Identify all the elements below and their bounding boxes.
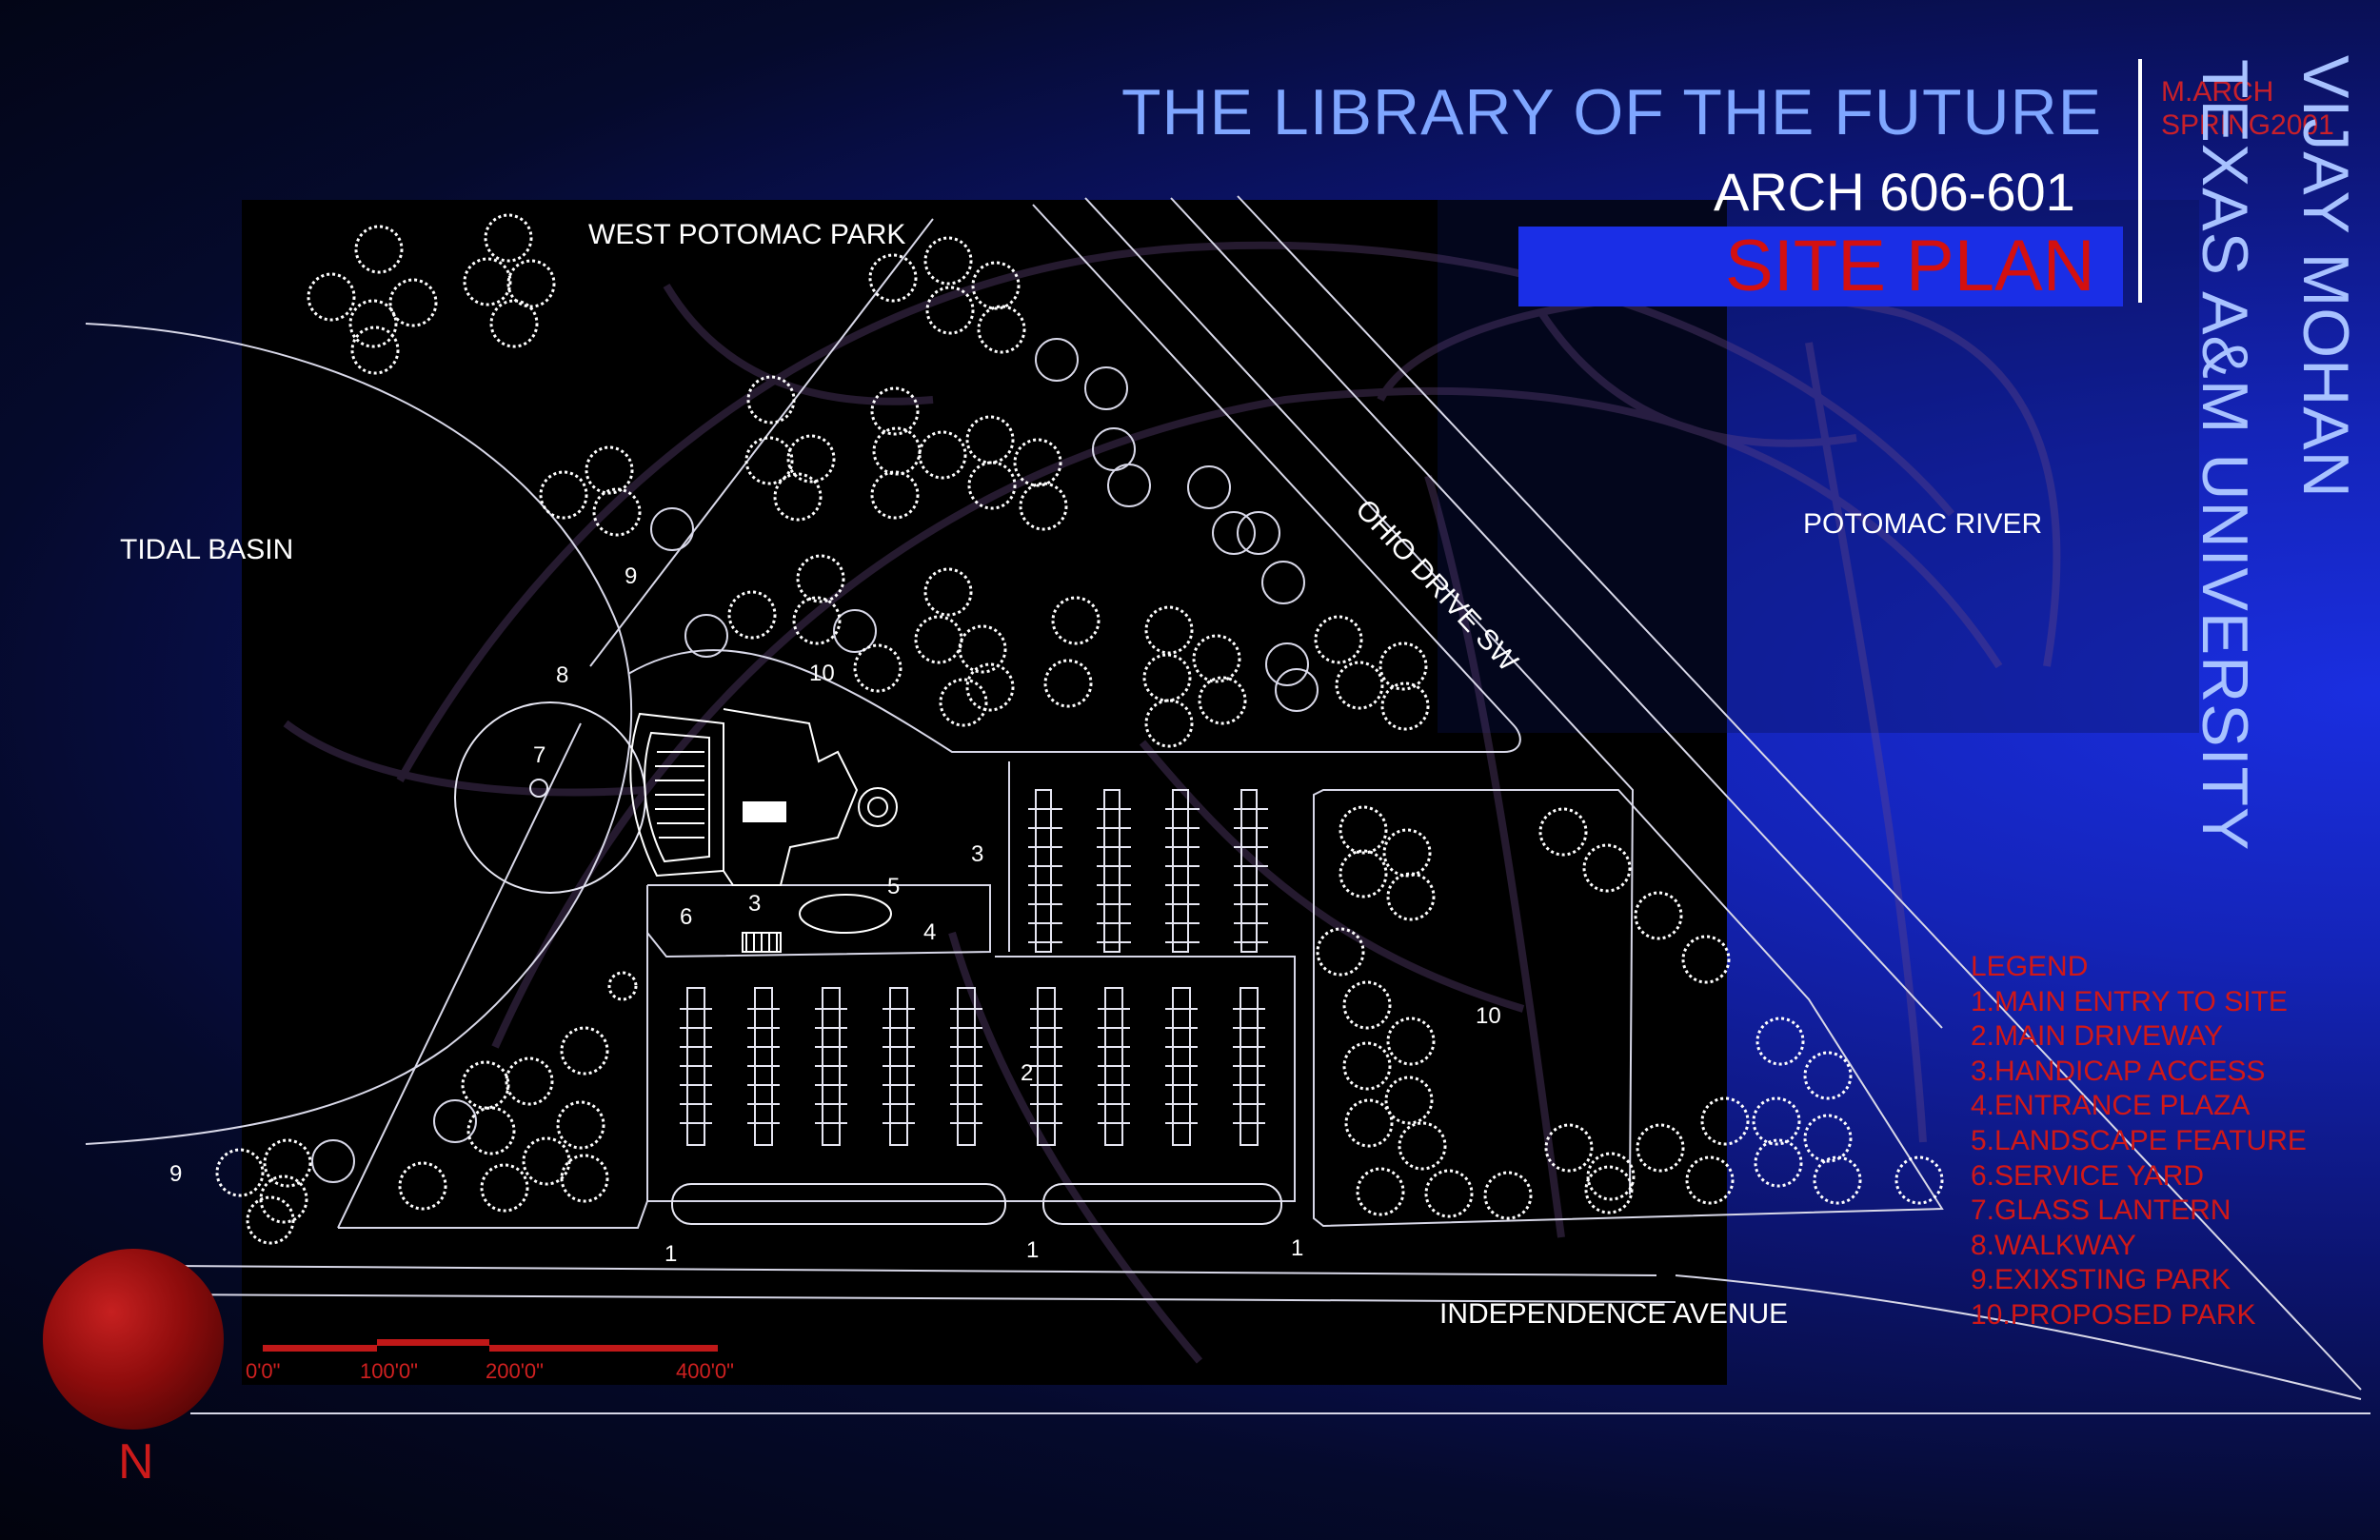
zone-6: 6 bbox=[680, 904, 693, 930]
library-hall-fill bbox=[743, 801, 786, 822]
zone-3-right: 3 bbox=[971, 841, 984, 867]
north-indicator-sphere bbox=[43, 1249, 224, 1430]
library-seating bbox=[655, 751, 704, 839]
scale-tick-100: 100'0" bbox=[360, 1359, 418, 1383]
scale-tick-200: 200'0" bbox=[486, 1359, 544, 1383]
zone-2: 2 bbox=[1021, 1060, 1034, 1086]
legend-item: 8.WALKWAY bbox=[1971, 1229, 2136, 1261]
zone-1-b: 1 bbox=[1026, 1237, 1040, 1263]
legend-item: 10.PROPOSED PARK bbox=[1971, 1298, 2256, 1331]
zone-9-bottom: 9 bbox=[169, 1161, 183, 1187]
university-name: TEXAS A&M UNIVERSITY bbox=[2189, 59, 2261, 852]
library-building bbox=[629, 708, 898, 953]
proposed-tree-circles bbox=[311, 338, 1319, 1183]
site-ground bbox=[242, 200, 1727, 1385]
zone-5: 5 bbox=[887, 874, 901, 899]
legend-item: 3.HANDICAP ACCESS bbox=[1971, 1055, 2266, 1087]
label-west-potomac-park: WEST POTOMAC PARK bbox=[588, 219, 906, 250]
sheet-title-band bbox=[1518, 227, 2123, 306]
label-independence-avenue: INDEPENDENCE AVENUE bbox=[1439, 1298, 1789, 1330]
legend-item: 9.EXIXSTING PARK bbox=[1971, 1264, 2231, 1296]
zone-10-right: 10 bbox=[1476, 1003, 1501, 1029]
legend-item: 6.SERVICE YARD bbox=[1971, 1159, 2205, 1192]
zone-9-top: 9 bbox=[625, 563, 638, 589]
scale-bar bbox=[263, 1339, 718, 1352]
zone-8: 8 bbox=[556, 662, 569, 688]
scale-tick-0: 0'0" bbox=[246, 1359, 281, 1383]
header-divider bbox=[2138, 59, 2142, 303]
legend-item: 4.ENTRANCE PLAZA bbox=[1971, 1090, 2251, 1122]
legend-item: 2.MAIN DRIVEWAY bbox=[1971, 1020, 2224, 1053]
sheet-title: SITE PLAN bbox=[1725, 226, 2095, 306]
sketch-underlay bbox=[283, 241, 2061, 1364]
legend-item: 7.GLASS LANTERN bbox=[1971, 1194, 2231, 1227]
zone-10-top: 10 bbox=[809, 661, 835, 686]
road-lines bbox=[85, 195, 2370, 1414]
legend-item: 1.MAIN ENTRY TO SITE bbox=[1971, 985, 2288, 1017]
parking-stall-ticks bbox=[680, 808, 1268, 1124]
page-title: THE LIBRARY OF THE FUTURE bbox=[1121, 76, 2103, 148]
program-label: M.ARCH bbox=[2161, 76, 2274, 108]
zone-7: 7 bbox=[533, 742, 546, 768]
zone-1-c: 1 bbox=[1291, 1235, 1304, 1261]
zone-1-a: 1 bbox=[664, 1241, 678, 1267]
zone-3-left: 3 bbox=[748, 891, 762, 917]
legend: LEGEND 1.MAIN ENTRY TO SITE 2.MAIN DRIVE… bbox=[1971, 950, 2307, 1333]
scale-tick-400: 400'0" bbox=[676, 1359, 734, 1383]
term-label: SPRING2001 bbox=[2161, 109, 2334, 141]
zone-4: 4 bbox=[923, 919, 937, 945]
label-tidal-basin: TIDAL BASIN bbox=[120, 534, 294, 565]
trees bbox=[215, 213, 1944, 1245]
program-term: M.ARCH SPRING2001 bbox=[2161, 76, 2334, 142]
north-label: N bbox=[118, 1434, 154, 1490]
label-potomac-river: POTOMAC RIVER bbox=[1803, 508, 2043, 540]
legend-item: 5.LANDSCAPE FEATURE bbox=[1971, 1124, 2307, 1156]
course-number: ARCH 606-601 bbox=[1714, 162, 2075, 222]
author-name: VIJAY MOHAN bbox=[2290, 55, 2362, 499]
legend-title: LEGEND bbox=[1971, 951, 2089, 982]
